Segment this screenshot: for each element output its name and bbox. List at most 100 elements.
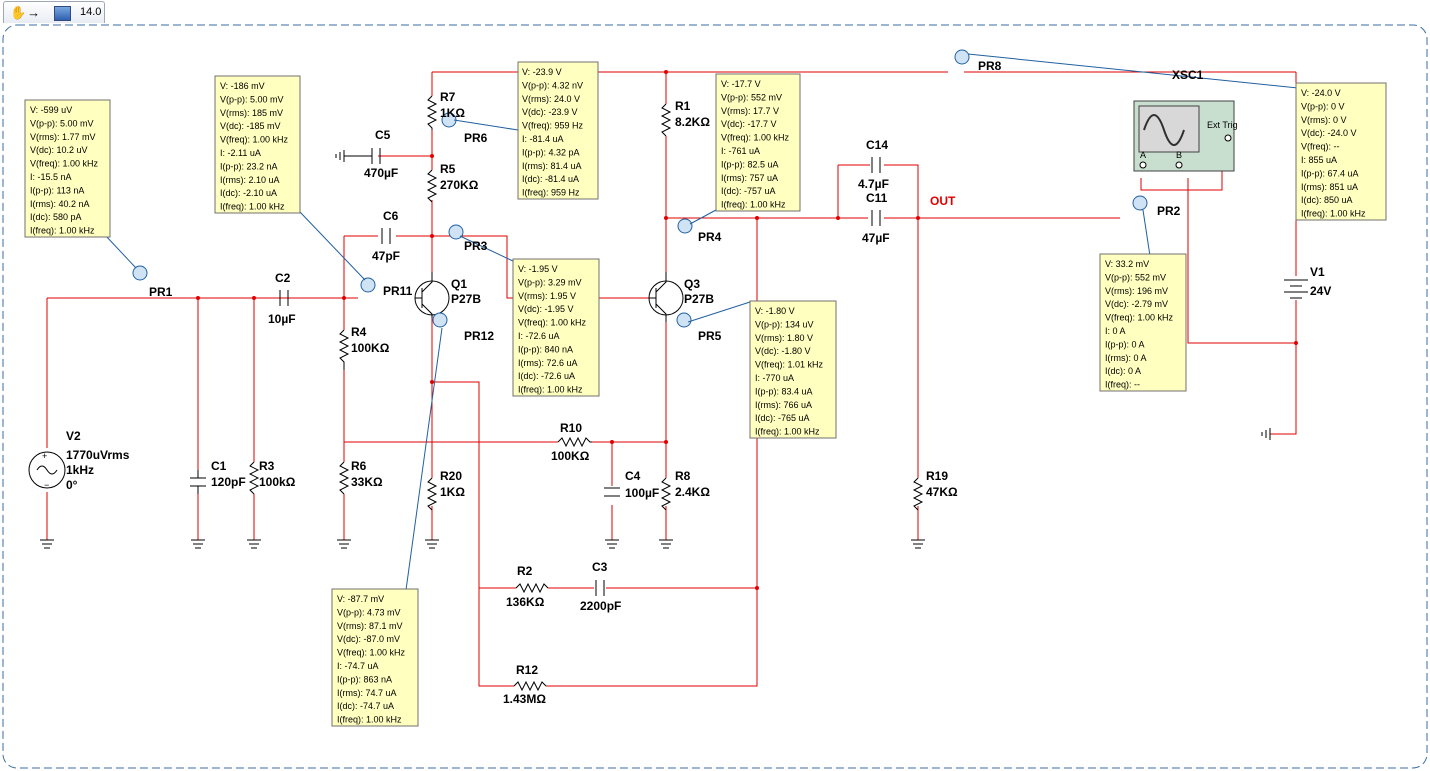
probe-pr4-line: V(freq): 1.00 kHz	[721, 133, 790, 143]
sheet-tab[interactable]: ✋→ 14.0	[3, 1, 105, 23]
oscilloscope-xsc1[interactable]	[1133, 100, 1235, 172]
capacitor-c11[interactable]	[871, 210, 881, 226]
probe-pr6-line: I(rms): 81.4 uA	[522, 161, 582, 171]
label-v1-value: 24V	[1310, 284, 1331, 298]
resistor-r4[interactable]	[338, 329, 350, 370]
probe-pr5-line: V(dc): -1.80 V	[755, 346, 811, 356]
label-r1-value: 8.2KΩ	[675, 115, 710, 129]
probe-pr5-line: V(rms): 1.80 V	[755, 333, 813, 343]
resistor-r20[interactable]	[426, 477, 438, 511]
probe-pr8-line: V(dc): -24.0 V	[1301, 128, 1357, 138]
label-q1-value: P27B	[451, 292, 481, 306]
workspace-border	[2, 24, 1428, 769]
transistor-q3[interactable]	[648, 272, 684, 322]
capacitor-c3[interactable]	[595, 580, 605, 596]
probe-pr3-line: I(dc): -72.6 uA	[518, 371, 575, 381]
probe-pr5-line: I: -770 uA	[755, 373, 794, 383]
label-c5-value: 470µF	[364, 166, 398, 180]
svg-text:+: +	[42, 451, 47, 461]
label-r2-value: 136KΩ	[506, 595, 545, 609]
probe-leads	[104, 53, 1299, 591]
probe-pr8-line: I(rms): 851 uA	[1301, 182, 1358, 192]
transistor-q1[interactable]	[414, 272, 450, 318]
battery-v1[interactable]	[1284, 279, 1308, 299]
probe-pr12-line: I(p-p): 863 nA	[337, 674, 392, 684]
label-r12-value: 1.43MΩ	[503, 692, 546, 706]
probe-pr2-line: I(p-p): 0 A	[1105, 339, 1145, 349]
probe-pr8-line: I(freq): 1.00 kHz	[1301, 209, 1366, 219]
resistor-r10[interactable]	[557, 436, 592, 448]
label-r5: R5	[440, 162, 456, 176]
resistor-r12[interactable]	[513, 680, 547, 692]
capacitor-c14[interactable]	[871, 157, 881, 173]
probe-pr3-line: V(p-p): 3.29 mV	[518, 277, 582, 287]
capacitor-c5[interactable]	[364, 148, 381, 164]
probe-icons[interactable]	[132, 49, 1148, 328]
probe-pr8-line: I(dc): 850 uA	[1301, 195, 1353, 205]
probe-icon-pr12	[432, 312, 448, 328]
probe-pr6-line: I(p-p): 4.32 pA	[522, 147, 580, 157]
resistor-r5[interactable]	[426, 169, 438, 203]
resistor-r8[interactable]	[660, 477, 672, 511]
probe-icon-pr8	[954, 49, 970, 65]
probe-pr6-line: V: -23.9 V	[522, 67, 562, 77]
probe-pr5-line: I(dc): -765 uA	[755, 413, 810, 423]
probe-pr11-line: I(rms): 2.10 uA	[220, 175, 280, 185]
label-pr1: PR1	[149, 285, 173, 299]
label-c5: C5	[375, 128, 391, 142]
capacitor-c4[interactable]	[604, 487, 620, 497]
label-pr2: PR2	[1157, 204, 1181, 218]
label-r20: R20	[440, 469, 462, 483]
label-r6-value: 33KΩ	[351, 475, 383, 489]
probe-pr6-line: I: -81.4 uA	[522, 134, 564, 144]
label-q3-value: P27B	[684, 292, 714, 306]
resistor-r6[interactable]	[338, 461, 350, 495]
hand-icon[interactable]: ✋→	[10, 5, 42, 20]
capacitor-c2[interactable]	[279, 290, 289, 306]
probe-pr2-line: V(rms): 196 mV	[1105, 286, 1168, 296]
probe-pr1-line: V(dc): 10.2 uV	[30, 145, 88, 155]
probe-pr6-line: V(p-p): 4.32 nV	[522, 80, 583, 90]
label-q3: Q3	[684, 277, 700, 291]
label-c1-value: 120pF	[211, 475, 246, 489]
probe-pr6-line: V(freq): 959 Hz	[522, 121, 584, 131]
probe-pr6-line: V(dc): -23.9 V	[522, 107, 578, 117]
probe-pr11-line: I(freq): 1.00 kHz	[220, 202, 285, 212]
probe-pr12-line: V(dc): -87.0 mV	[337, 634, 400, 644]
component-labels: V2 1770uVrms 1kHz 0° C1 120pF R3 100kΩ P…	[66, 59, 1331, 706]
resistor-r19[interactable]	[912, 477, 924, 511]
probe-pr12-line: V(rms): 87.1 mV	[337, 621, 403, 631]
probe-pr5-line: I(p-p): 83.4 uA	[755, 386, 813, 396]
probe-pr1-line: I(freq): 1.00 kHz	[30, 226, 95, 236]
simulate-icon[interactable]	[54, 6, 71, 21]
capacitor-c1[interactable]	[190, 470, 206, 494]
ac-source-v2[interactable]: + −	[28, 451, 66, 490]
probe-icon-pr2	[1132, 195, 1148, 211]
resistor-r2[interactable]	[515, 582, 549, 594]
probe-pr4-line: V(p-p): 552 mV	[721, 92, 782, 102]
probe-pr8-line: I: 855 uA	[1301, 155, 1337, 165]
probe-pr11-line: I(dc): -2.10 uA	[220, 188, 277, 198]
probe-pr11-line: V(rms): 185 mV	[220, 108, 283, 118]
label-pr11: PR11	[383, 284, 413, 298]
label-ext-trig: Ext Trig	[1207, 120, 1238, 130]
resistor-r3[interactable]	[248, 461, 260, 495]
label-v2: V2	[66, 429, 81, 443]
label-c11-value: 47µF	[862, 231, 890, 245]
probe-pr2-line: I: 0 A	[1105, 326, 1126, 336]
label-r1: R1	[675, 99, 691, 113]
resistor-r7[interactable]	[426, 95, 438, 130]
capacitor-c6[interactable]	[381, 228, 391, 244]
resistor-r1[interactable]	[660, 103, 672, 137]
probe-pr3-line: V(rms): 1.95 V	[518, 291, 576, 301]
